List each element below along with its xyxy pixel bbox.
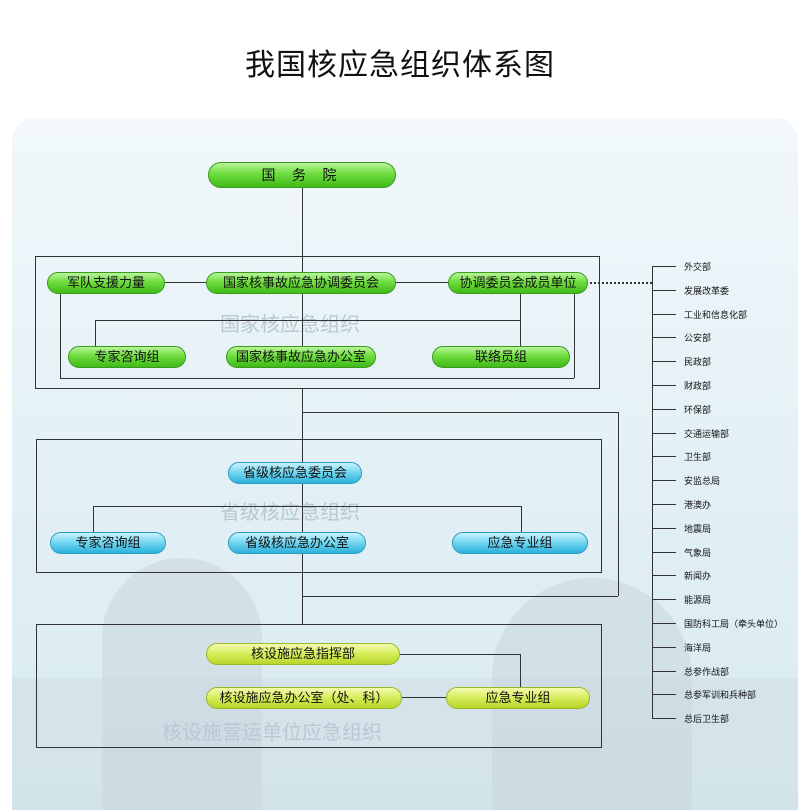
connector-line: [520, 294, 521, 346]
ministry-item: 海洋局: [684, 643, 712, 654]
ministry-tick: [652, 646, 676, 648]
ministry-tick: [652, 266, 676, 267]
facility-office-node: 核设施应急办公室（处、科）: [206, 687, 402, 709]
dotted-connector: [586, 282, 652, 284]
ministry-tick: [652, 504, 676, 505]
national-org-box: [35, 256, 600, 389]
ministry-item: 环保部: [684, 405, 712, 416]
ministry-item: 工业和信息化部: [684, 310, 748, 321]
provincial-org-box: [36, 439, 602, 573]
ministry-item: 卫生部: [684, 453, 712, 464]
ministry-item: 能源局: [684, 596, 712, 607]
ministry-tick: [652, 408, 676, 410]
building-silhouette: [12, 678, 798, 810]
ministry-item: 总参作战部: [684, 667, 730, 678]
national-expert-node: 专家咨询组: [68, 346, 186, 368]
connector-line: [95, 320, 96, 346]
connector-line: [60, 292, 61, 378]
ministry-tick: [652, 575, 676, 577]
connector-line: [302, 596, 618, 597]
ministry-item: 安监总局: [684, 477, 721, 488]
provincial-specialty-node: 应急专业组: [452, 532, 588, 554]
ministry-tick: [652, 289, 676, 291]
ministry-item: 交通运输部: [684, 429, 730, 440]
ministry-tick: [652, 623, 676, 624]
connector-line: [95, 320, 520, 321]
state-council-node: 国 务 院: [208, 162, 396, 188]
facility-org-box: [36, 624, 602, 748]
ministry-item: 地震局: [684, 524, 712, 535]
provincial-watermark: 省级核应急组织: [220, 500, 360, 524]
connector-line: [302, 294, 303, 346]
ministry-tick: [652, 313, 676, 315]
ministry-tick: [652, 670, 676, 672]
ministry-item: 新闻办: [684, 572, 712, 583]
ministry-list-spine: [652, 266, 653, 718]
provincial-office-node: 省级核应急办公室: [228, 532, 366, 554]
army-support-node: 军队支援力量: [47, 272, 165, 294]
facility-watermark: 核设施营运单位应急组织: [162, 720, 382, 744]
ministry-item: 民政部: [684, 358, 712, 369]
ministry-item: 气象局: [684, 548, 712, 559]
provincial-expert-node: 专家咨询组: [50, 532, 166, 554]
ministry-tick: [652, 361, 676, 363]
connector-line: [521, 506, 522, 532]
connector-line: [302, 188, 303, 283]
ministry-item: 总后卫生部: [684, 715, 730, 726]
ministry-tick: [652, 694, 676, 696]
connector-line: [60, 378, 574, 379]
connector-line: [164, 282, 208, 283]
ministry-tick: [652, 718, 676, 720]
national-office-node: 国家核事故应急办公室: [226, 346, 376, 368]
facility-specialty-node: 应急专业组: [446, 687, 590, 709]
ministry-tick: [652, 599, 676, 601]
ministry-item: 发展改革委: [684, 286, 730, 297]
provincial-committee-node: 省级核应急委员会: [228, 462, 362, 484]
connector-line: [394, 282, 450, 283]
connector-line: [520, 654, 521, 688]
facility-command-node: 核设施应急指挥部: [206, 643, 400, 665]
liaison-node: 联络员组: [432, 346, 570, 368]
ministry-item: 财政部: [684, 382, 712, 392]
ministry-tick: [652, 385, 676, 386]
ministry-tick: [652, 527, 676, 529]
connector-line: [574, 292, 575, 378]
connector-line: [398, 654, 520, 655]
connector-line: [618, 412, 619, 596]
member-units-node: 协调委员会成员单位: [448, 272, 588, 294]
connector-line: [93, 506, 521, 507]
ministry-item: 外交部: [684, 263, 712, 273]
ministry-tick: [652, 337, 676, 339]
ministry-item: 国防科工局（牵头单位）: [684, 620, 784, 630]
ministry-tick: [652, 551, 676, 553]
ministry-tick: [652, 480, 676, 482]
connector-line: [302, 412, 618, 413]
page-title: 我国核应急组织体系图: [245, 48, 555, 83]
connector-line: [93, 506, 94, 532]
ministry-item: 公安部: [684, 334, 712, 345]
ministry-item: 总参军训和兵种部: [684, 691, 757, 702]
ministry-tick: [652, 432, 676, 434]
national-committee-node: 国家核事故应急协调委员会: [206, 272, 396, 294]
connector-line: [400, 697, 448, 698]
building-silhouette: [102, 558, 262, 810]
ministry-item: 港澳办: [684, 501, 712, 511]
national-watermark: 国家核应急组织: [220, 312, 360, 336]
ministry-tick: [652, 456, 676, 458]
diagram-panel: [12, 118, 798, 810]
